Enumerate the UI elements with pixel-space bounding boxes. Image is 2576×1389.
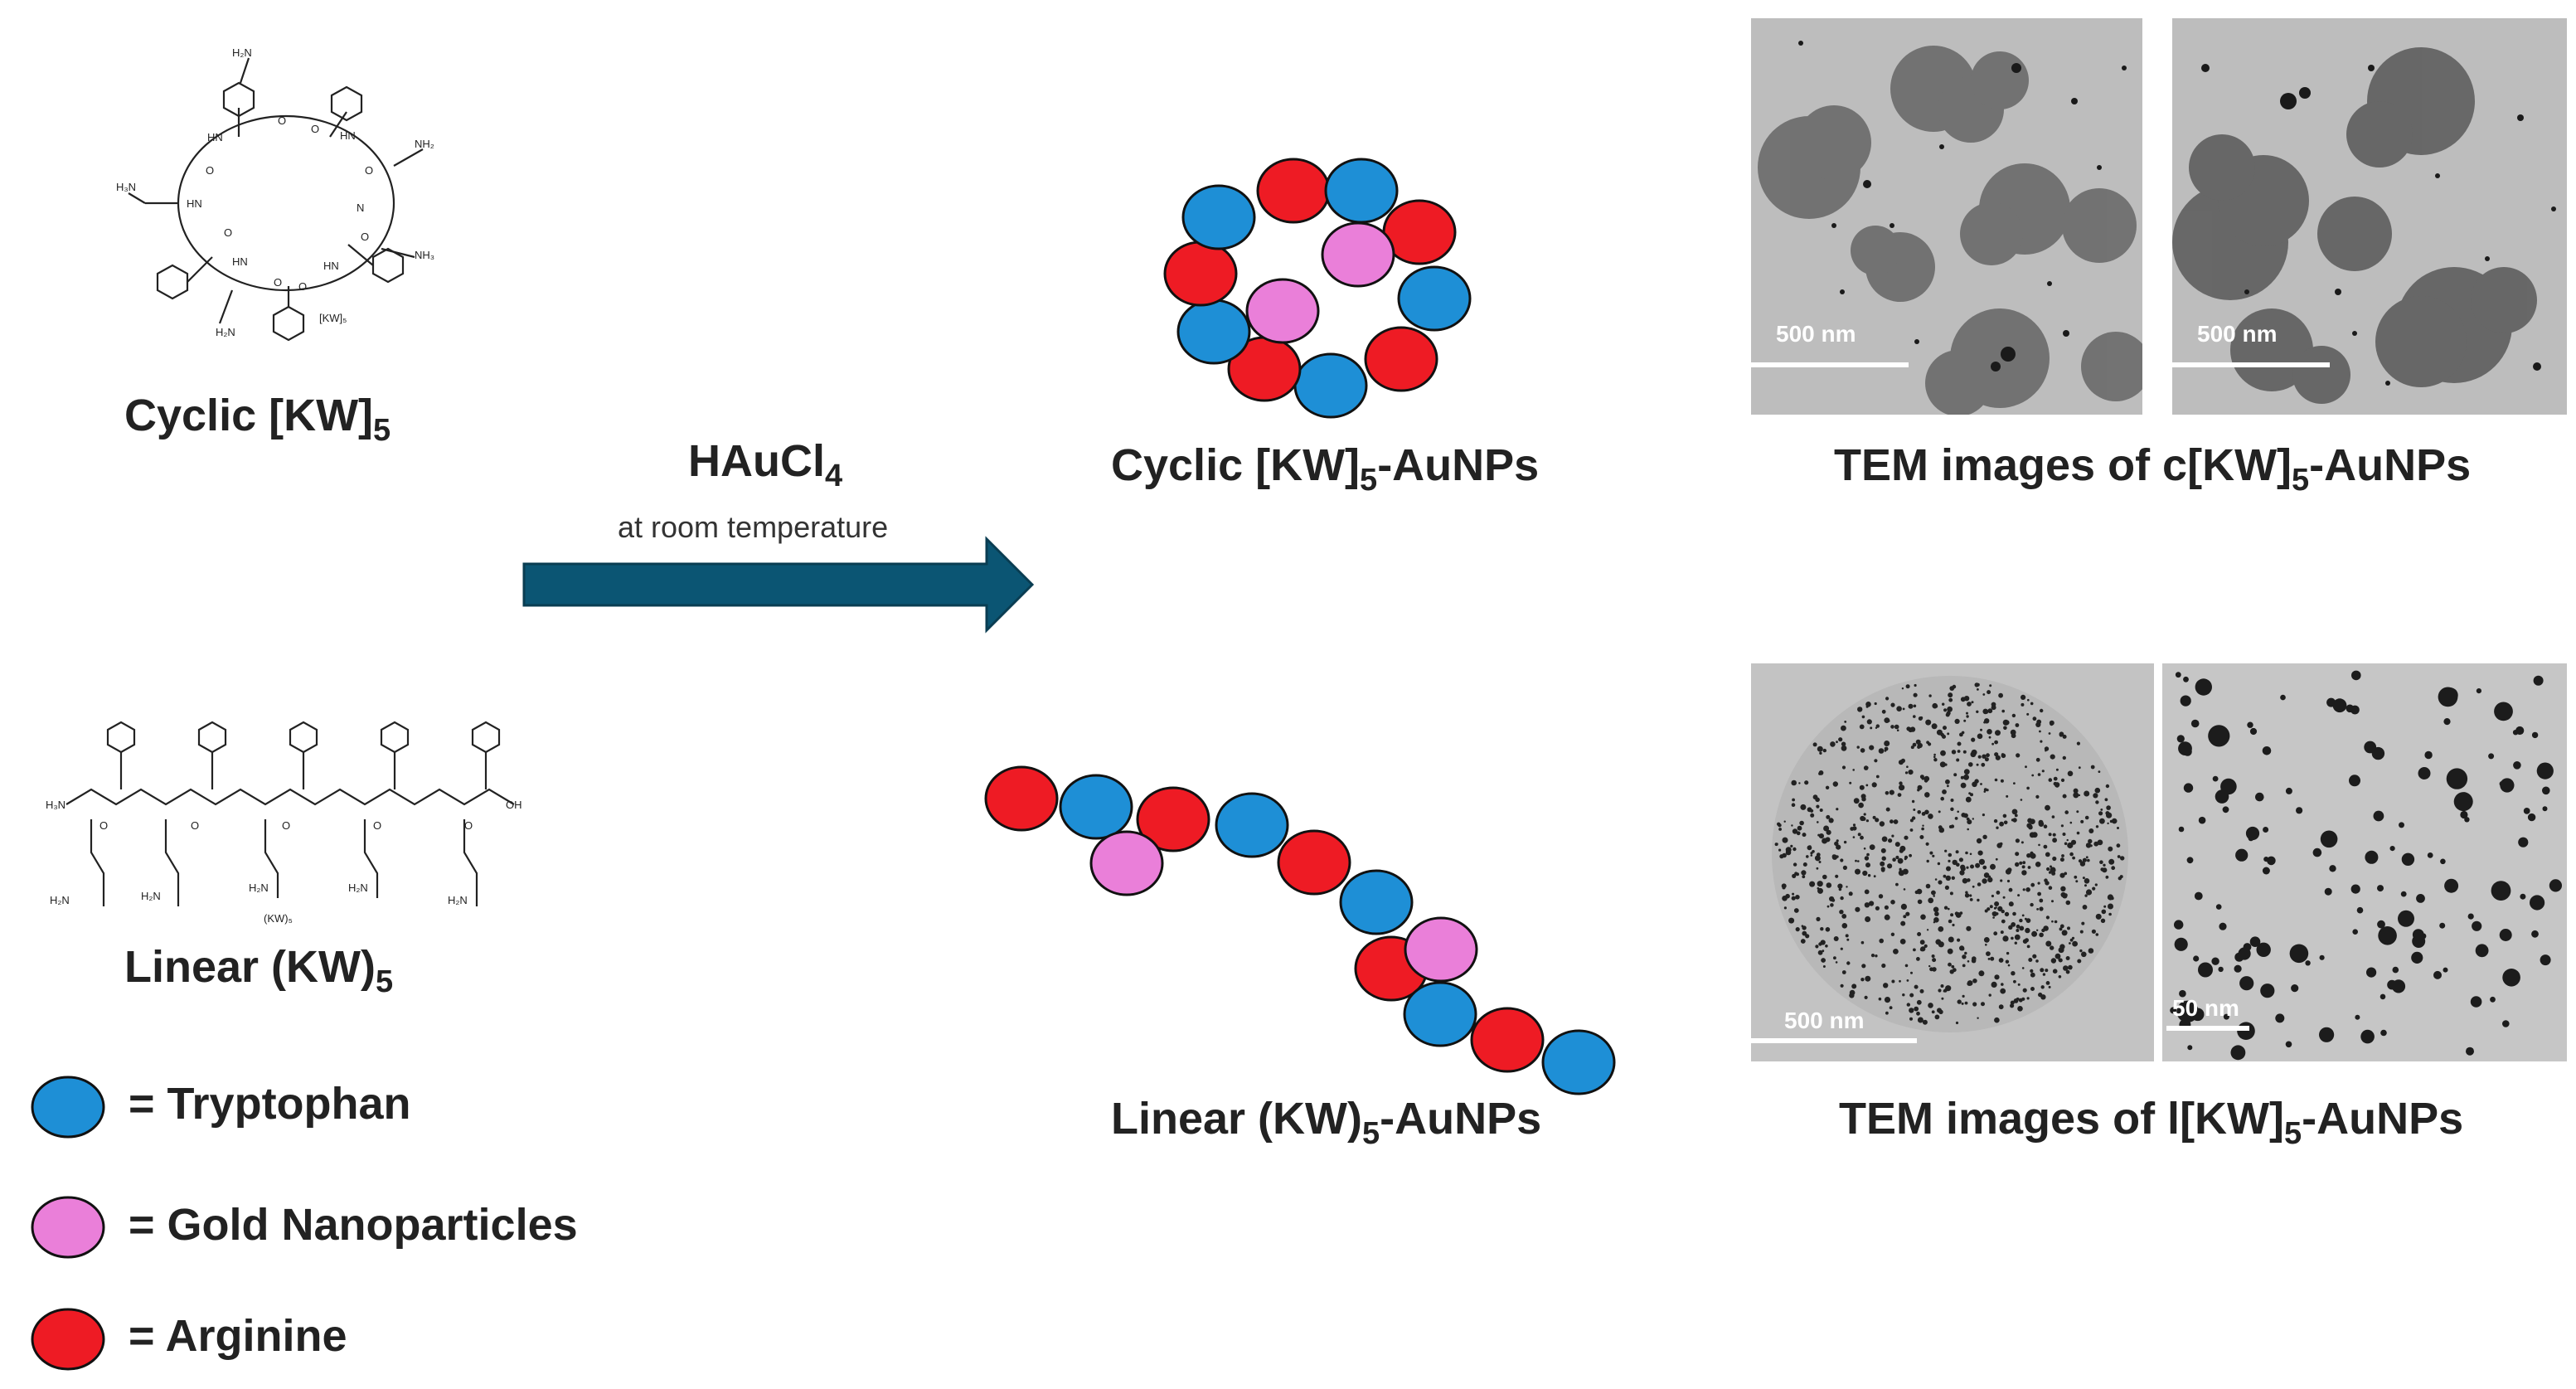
tem-linear-caption: TEM images of l[KW]5-AuNPs (1839, 1094, 2464, 1151)
svg-text:O: O (311, 123, 319, 135)
tryptophan-bead (1181, 184, 1256, 250)
cyclic-aunp-schematic (1163, 158, 1472, 419)
svg-text:O: O (274, 276, 282, 289)
reaction-arrow (522, 536, 1035, 634)
tryptophan-bead (1397, 265, 1472, 332)
linear-kw5-structure: H₃N OH H₂N H₂N H₂N H₂N H₂N O O O O O (KW)₅ (46, 721, 522, 925)
svg-text:H₂N: H₂N (50, 894, 70, 906)
arginine-bead (984, 765, 1059, 832)
tem-image-linear-left: 500 nm (1751, 663, 2154, 1061)
arginine-bead (1136, 786, 1210, 852)
svg-text:NH₂: NH₂ (415, 138, 434, 150)
tem-linear-left-scale-label: 500 nm (1784, 1008, 1865, 1033)
svg-text:H₂N: H₂N (216, 326, 235, 338)
cyclic-structure-caption: [KW]₅ (319, 312, 347, 324)
svg-text:O: O (464, 819, 473, 832)
svg-text:O: O (365, 164, 373, 177)
svg-text:H₂N: H₂N (232, 46, 252, 59)
svg-text:O: O (224, 226, 232, 239)
linear-structure-caption: (KW)₅ (264, 912, 293, 925)
gold-nanoparticle-bead (1089, 830, 1164, 896)
svg-text:H₃N: H₃N (116, 181, 136, 193)
tem-image-cyclic-left: 500 nm (1751, 18, 2142, 415)
tem-linear-right-scale-label: 50 nm (2172, 995, 2239, 1021)
linear-product-label: Linear (KW)5-AuNPs (1111, 1094, 1542, 1151)
tryptophan-bead (1293, 352, 1368, 419)
svg-text:HN: HN (187, 197, 202, 210)
svg-text:H₃N: H₃N (46, 799, 65, 811)
svg-text:O: O (278, 114, 286, 127)
svg-text:O: O (373, 819, 381, 832)
tryptophan-bead (1339, 869, 1414, 935)
tryptophan-bead (1541, 1029, 1616, 1095)
tryptophan-bead (1215, 792, 1289, 858)
arginine-bead (1256, 158, 1331, 224)
svg-text:H₂N: H₂N (249, 881, 269, 894)
arginine-bead (1364, 326, 1438, 392)
svg-text:HN: HN (232, 255, 248, 268)
tryptophan-bead (1176, 299, 1251, 365)
tryptophan-bead (1059, 774, 1133, 840)
svg-text:HN: HN (340, 129, 356, 142)
svg-text:H₂N: H₂N (141, 890, 161, 902)
gold-nanoparticle-bead (1321, 221, 1395, 288)
svg-text:O: O (99, 819, 108, 832)
tem-image-linear-right: 50 nm (2162, 663, 2567, 1061)
cyclic-structure-label: Cyclic [KW]5 (124, 391, 391, 448)
legend-arginine-label: = Arginine (129, 1311, 347, 1361)
tryptophan-bead (31, 1076, 105, 1139)
svg-text:OH: OH (506, 799, 522, 811)
svg-text:HN: HN (323, 260, 339, 272)
linear-structure-label: Linear (KW)5 (124, 942, 394, 999)
legend-swatches (31, 1076, 105, 1371)
cyclic-product-label: Cyclic [KW]5-AuNPs (1111, 440, 1540, 498)
svg-text:N: N (357, 202, 364, 214)
tem-image-cyclic-right: 500 nm (2172, 18, 2567, 415)
legend-tryptophan-label: = Tryptophan (129, 1079, 411, 1129)
linear-aunp-schematic (984, 765, 1616, 1095)
tryptophan-bead (1324, 158, 1399, 224)
tem-cyclic-caption: TEM images of c[KW]5-AuNPs (1834, 440, 2472, 498)
svg-text:H₂N: H₂N (448, 894, 468, 906)
svg-text:HN: HN (207, 131, 223, 143)
reagent-label: HAuCl4 (688, 436, 843, 493)
reaction-condition: at room temperature (618, 510, 889, 544)
tryptophan-bead (1403, 981, 1477, 1047)
svg-text:O: O (361, 231, 369, 243)
svg-text:O: O (206, 164, 214, 177)
gold-nanoparticle-bead (1245, 278, 1320, 344)
tem-cyclic-left-scale-label: 500 nm (1776, 321, 1856, 347)
legend-gold-label: = Gold Nanoparticles (129, 1200, 578, 1250)
svg-text:O: O (191, 819, 199, 832)
svg-text:H₂N: H₂N (348, 881, 368, 894)
gold-nanoparticle-bead (1404, 916, 1478, 983)
gold-nanoparticle-bead (31, 1196, 105, 1259)
arginine-bead (1277, 829, 1351, 896)
svg-text:O: O (298, 280, 307, 293)
arginine-bead (1470, 1007, 1545, 1073)
tem-cyclic-right-scale-label: 500 nm (2197, 321, 2278, 347)
svg-text:NH₃: NH₃ (415, 249, 434, 261)
arginine-bead (31, 1308, 105, 1371)
svg-text:O: O (282, 819, 290, 832)
arginine-bead (1163, 240, 1238, 307)
